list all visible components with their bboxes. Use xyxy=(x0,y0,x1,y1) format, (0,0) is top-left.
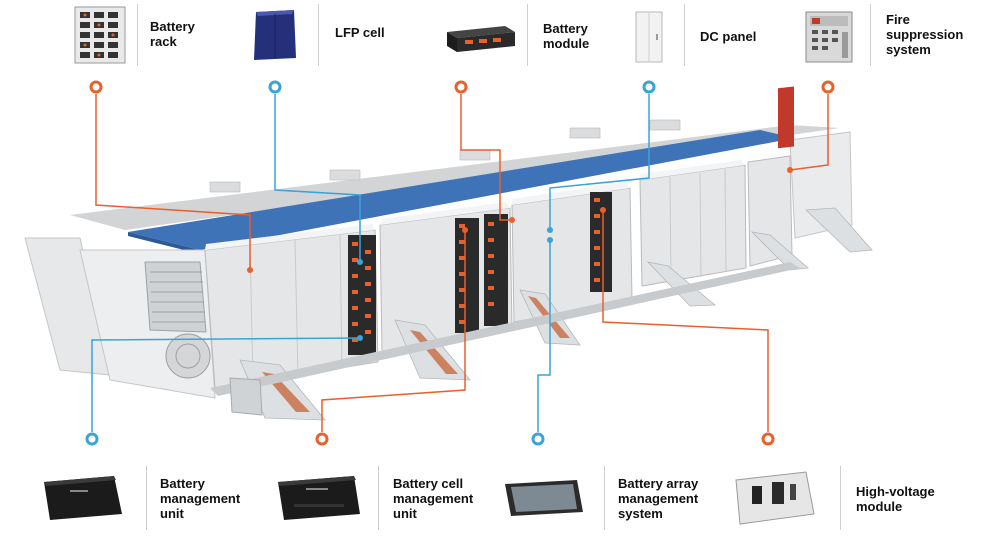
dc-panel-thumbnail xyxy=(635,11,663,63)
battery-rack-thumbnail xyxy=(74,6,126,64)
label-bams: Battery array management system xyxy=(618,476,699,521)
callout-line-lfp-cell xyxy=(274,94,361,262)
label-bmu: Battery management unit xyxy=(160,476,241,521)
marker-high-voltage xyxy=(761,432,775,446)
divider-top-2 xyxy=(318,4,319,66)
callout-line-battery-rack xyxy=(95,94,251,270)
callout-line-battery-cell-mu xyxy=(321,230,466,432)
label-battery-module: Battery module xyxy=(543,21,590,51)
marker-lfp-cell xyxy=(268,80,282,94)
bcmu-thumbnail xyxy=(278,476,360,520)
marker-battery-module xyxy=(454,80,468,94)
high-voltage-module-thumbnail xyxy=(735,471,815,525)
container-floor xyxy=(210,262,800,396)
fire-suppression-thumbnail xyxy=(805,11,853,63)
label-lfp-cell: LFP cell xyxy=(335,25,385,40)
label-dc-panel: DC panel xyxy=(700,29,757,44)
divider-bottom-1 xyxy=(146,466,147,530)
rack-4 xyxy=(639,160,747,287)
bams-thumbnail xyxy=(505,480,583,516)
label-fire-suppression: Fire suppression system xyxy=(886,12,964,57)
label-bcmu: Battery cell management unit xyxy=(393,476,474,521)
marker-fire-suppression xyxy=(821,80,835,94)
roof-panel xyxy=(128,130,795,250)
divider-top-4 xyxy=(684,4,685,66)
callout-line-fire-suppression xyxy=(789,94,829,171)
fire-suppression-cabinet xyxy=(778,86,794,149)
battery-module-thumbnail xyxy=(447,26,515,52)
bmu-thumbnail xyxy=(44,476,122,520)
hvac-fan xyxy=(165,333,211,379)
callout-line-dc-panel xyxy=(549,94,650,230)
divider-top-1 xyxy=(137,4,138,66)
divider-bottom-2 xyxy=(378,466,379,530)
marker-dc-panel xyxy=(642,80,656,94)
battery-module-stacks xyxy=(348,192,612,355)
divider-top-3 xyxy=(527,4,528,66)
divider-top-5 xyxy=(870,4,871,66)
marker-bmu xyxy=(85,432,99,446)
marker-bcmu xyxy=(315,432,329,446)
marker-battery-rack xyxy=(89,80,103,94)
callout-line-bmu xyxy=(91,337,361,432)
callout-line-battery-module xyxy=(460,94,512,221)
divider-bottom-3 xyxy=(604,466,605,530)
callout-line-high-voltage xyxy=(602,210,769,432)
lfp-cell-thumbnail xyxy=(254,10,296,60)
callout-line-bams xyxy=(537,240,551,432)
label-high-voltage: High-voltage module xyxy=(856,484,935,514)
label-battery-rack: Battery rack xyxy=(150,19,195,49)
divider-bottom-4 xyxy=(840,466,841,530)
marker-bams xyxy=(531,432,545,446)
